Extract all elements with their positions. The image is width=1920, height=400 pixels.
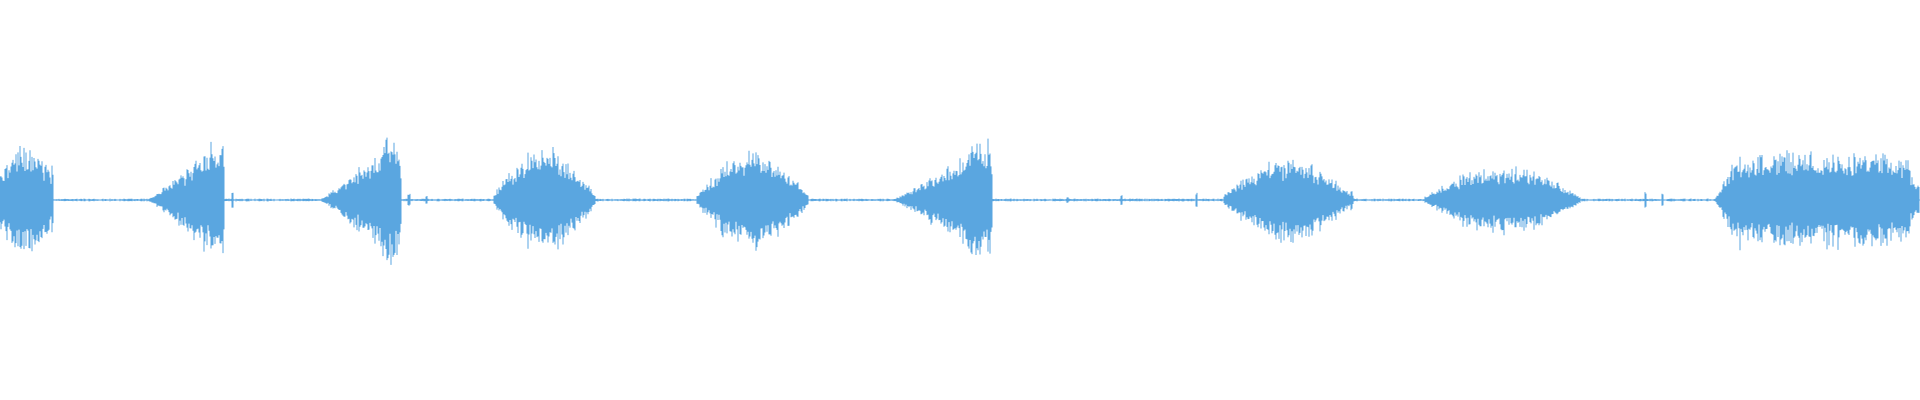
waveform-signal bbox=[0, 137, 1920, 265]
